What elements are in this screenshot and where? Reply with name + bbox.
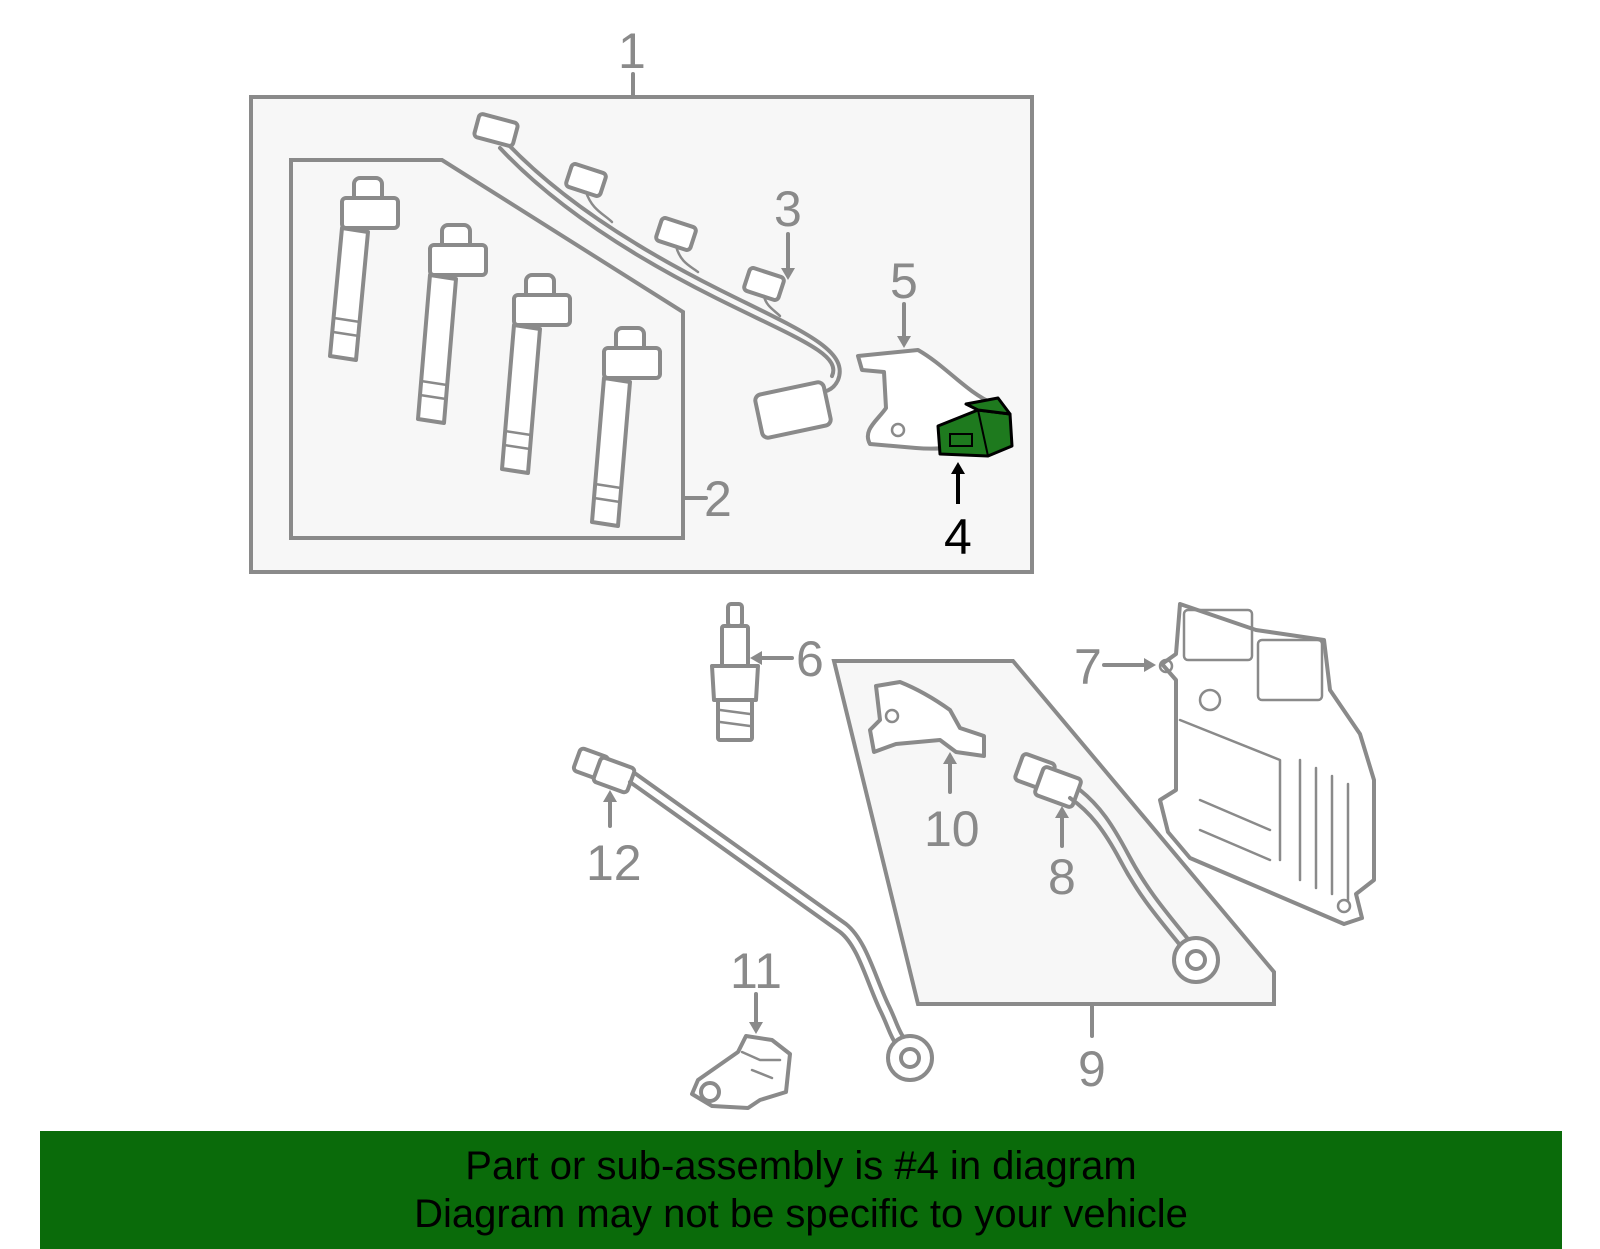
assembly-box-2 [289, 158, 685, 540]
callout-10[interactable]: 10 [924, 801, 980, 857]
sensor-bracket[interactable] [868, 680, 986, 758]
callout-3[interactable]: 3 [774, 181, 802, 237]
callout-11[interactable]: 11 [730, 943, 782, 999]
ignition-coil [416, 223, 488, 425]
spark-plug[interactable] [710, 602, 760, 742]
callout-2[interactable]: 2 [704, 471, 732, 527]
info-banner: Part or sub-assembly is #4 in diagram Di… [40, 1131, 1562, 1249]
callout-6[interactable]: 6 [796, 631, 824, 687]
ignition-coil [500, 273, 572, 475]
ignition-coil [590, 326, 662, 528]
banner-line-disclaimer: Diagram may not be specific to your vehi… [414, 1192, 1188, 1236]
ignition-coils[interactable] [328, 176, 662, 528]
long-lead-sensor[interactable] [571, 746, 934, 1082]
callout-8[interactable]: 8 [1048, 849, 1076, 905]
callout-12[interactable]: 12 [586, 835, 642, 891]
wiring-harness[interactable] [472, 112, 842, 440]
callout-4[interactable]: 4 [944, 509, 972, 565]
position-sensor[interactable] [690, 1034, 792, 1110]
assembly-box-9 [831, 659, 1276, 1006]
callout-9[interactable]: 9 [1078, 1041, 1106, 1097]
callout-7[interactable]: 7 [1074, 639, 1102, 695]
ignition-coil [328, 176, 400, 362]
ecu-module[interactable] [1158, 602, 1376, 926]
banner-line-part: Part or sub-assembly is #4 in diagram [465, 1144, 1137, 1188]
highlighted-part-4[interactable] [936, 396, 1014, 458]
callout-5[interactable]: 5 [890, 253, 918, 309]
knock-sensor[interactable] [1013, 752, 1220, 984]
callout-1[interactable]: 1 [618, 23, 646, 79]
